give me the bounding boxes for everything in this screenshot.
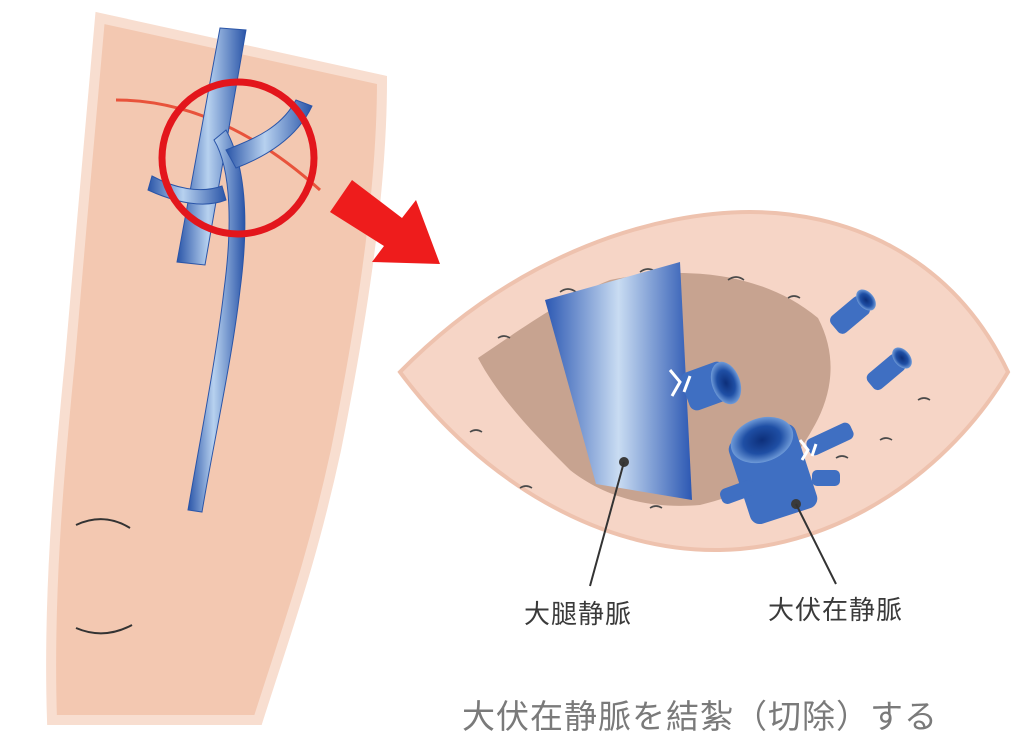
caption: 大伏在静脈を結紮（切除）する [462, 690, 938, 738]
surgical-incision-view [400, 212, 1008, 550]
label-femoral-vein: 大腿静脈 [524, 594, 632, 631]
label-great-saphenous-vein: 大伏在静脈 [768, 590, 903, 627]
